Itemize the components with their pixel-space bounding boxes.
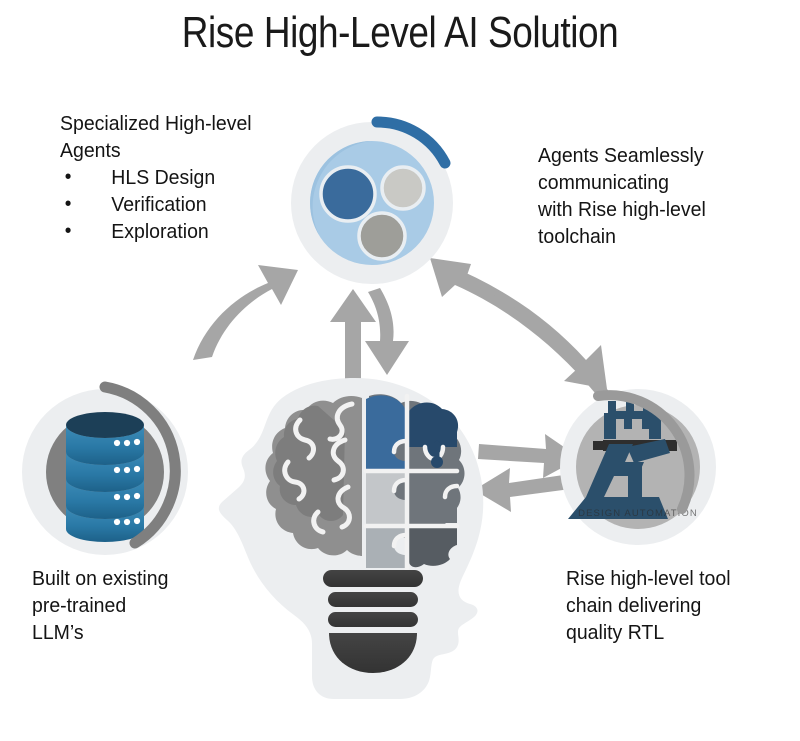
- agent-bubble-secondary: [380, 165, 426, 211]
- database-status-dots: [113, 438, 141, 526]
- arrow-toolchain-to-agents: [430, 258, 612, 395]
- toolchain-logo-mark: [568, 401, 677, 519]
- agents-inner-shade: [310, 141, 372, 235]
- arrow-brain-to-toolchain: [478, 434, 580, 478]
- toolchain-line1: Rise high-level tool: [566, 567, 731, 590]
- brain-puzzle-grid: [363, 393, 460, 573]
- callout-pretrained-llm: Built on existing pre-trained LLM’s: [32, 565, 260, 646]
- agent-bubble-tertiary: [357, 211, 407, 261]
- arrow-toolchain-to-brain: [474, 468, 578, 512]
- puzzle-piece-bottom-right: [409, 526, 457, 568]
- llm-line1: Built on existing: [32, 567, 169, 590]
- puzzle-piece-mid-left: [366, 473, 406, 525]
- agents-bullet-label: Verification: [111, 193, 207, 216]
- callout-agent-communication: Agents Seamlessly communicating with Ris…: [538, 142, 785, 250]
- arrow-brain-to-agents: [330, 289, 376, 383]
- bullet-marker-icon: •: [64, 193, 72, 215]
- database-accent-arc: [99, 381, 181, 549]
- llm-line2: pre-trained: [32, 594, 127, 617]
- agents-bullet-item: • Exploration: [60, 218, 336, 245]
- lightbulb-base: [323, 570, 423, 673]
- communication-line2: communicating: [538, 171, 669, 194]
- agents-bullet-list: • HLS Design • Verification • Exploratio…: [60, 164, 336, 245]
- callout-toolchain-rtl: Rise high-level tool chain delivering qu…: [566, 565, 800, 646]
- puzzle-piece-top-right: [409, 402, 459, 459]
- pretrained-llm-database-icon: [22, 381, 188, 555]
- callout-specialized-agents: Specialized High-level Agents • HLS Desi…: [60, 110, 336, 245]
- agent-bubble-primary: [319, 165, 377, 223]
- bullet-marker-icon: •: [64, 166, 72, 188]
- toolchain-line2: chain delivering: [566, 594, 702, 617]
- agents-bullet-label: HLS Design: [111, 166, 216, 189]
- toolchain-accent-arc: [593, 390, 695, 514]
- arrow-group: [193, 258, 612, 512]
- llm-line3: LLM’s: [32, 621, 84, 644]
- toolchain-line3: quality RTL: [566, 621, 665, 644]
- puzzle-piece-top-left: [366, 395, 406, 470]
- agents-bullet-item: • HLS Design: [60, 164, 336, 191]
- communication-line3: with Rise high-level: [538, 198, 706, 221]
- specialized-agents-icon: [291, 116, 453, 284]
- arrow-llm-to-agents: [193, 265, 298, 360]
- bullet-marker-icon: •: [64, 220, 72, 242]
- communication-line1: Agents Seamlessly: [538, 144, 704, 167]
- rise-toolchain-logo-icon: DESIGN AUTOMATION: [560, 389, 716, 545]
- page-title: Rise High-Level AI Solution: [181, 8, 619, 57]
- puzzle-piece-mid-right: [409, 450, 457, 523]
- arrow-agents-to-brain: [365, 288, 409, 375]
- ai-brain-head-icon: [218, 378, 484, 699]
- agents-heading-line1: Specialized High-level: [60, 112, 252, 135]
- communication-line4: toolchain: [538, 225, 616, 248]
- brain-left-lobe: [265, 395, 362, 556]
- agents-bullet-label: Exploration: [111, 220, 209, 243]
- agents-accent-arc: [371, 116, 451, 169]
- agents-heading-line2: Agents: [60, 139, 121, 162]
- database-stack: [66, 412, 144, 542]
- agents-bullet-item: • Verification: [60, 191, 336, 218]
- toolchain-logo-caption: DESIGN AUTOMATION: [578, 508, 698, 519]
